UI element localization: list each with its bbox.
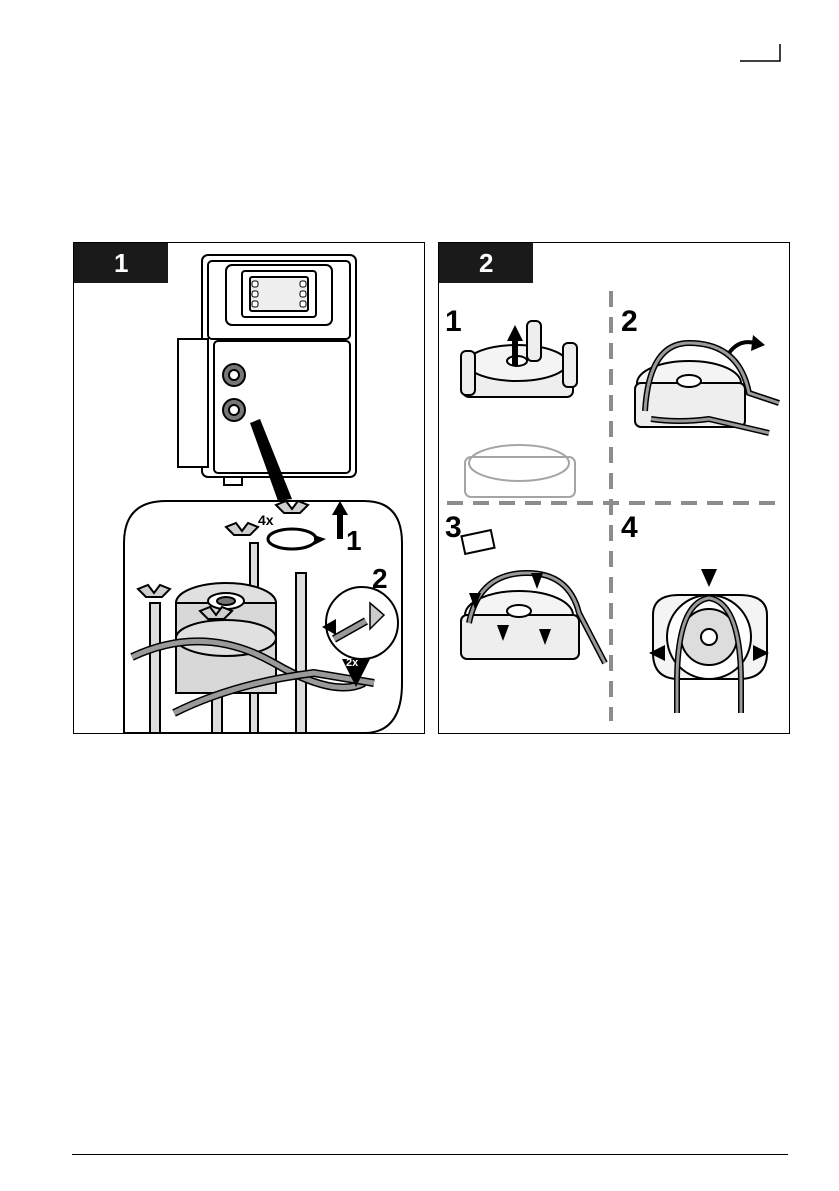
callout-count-4x: 4x (258, 513, 274, 527)
panel-step-1: 1 (73, 242, 425, 734)
callout-step-1: 1 (346, 527, 362, 555)
curved-arrow-icon (729, 342, 755, 353)
substep-3: 3 (445, 513, 462, 543)
callout-count-2x: 2x (346, 658, 358, 669)
pump-top-view (653, 595, 767, 679)
panel-step-2: 2 (438, 242, 790, 734)
pump-head-remove (461, 321, 577, 397)
footer-rule (72, 1154, 788, 1155)
page-corner-mark (740, 44, 790, 66)
substep-2: 2 (621, 307, 638, 337)
analyzer-pump-illustration (74, 243, 424, 733)
substep-4: 4 (621, 513, 638, 543)
substep-1: 1 (445, 307, 462, 337)
tube-replacement-illustration (439, 243, 789, 733)
callout-step-2: 2 (372, 565, 388, 593)
